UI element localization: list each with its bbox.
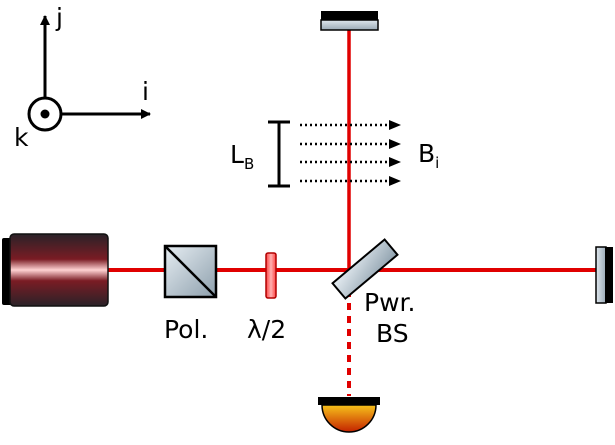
field-length-bracket — [268, 120, 290, 188]
k-axis-label: k — [14, 123, 29, 152]
beamsplitter-label-line1: Pwr. — [364, 288, 415, 317]
field-length-label: LB — [230, 140, 254, 173]
waveplate-label: λ/2 — [247, 315, 286, 344]
polarizing-cube-icon — [163, 244, 218, 299]
beamsplitter-label-line2: BS — [376, 319, 409, 348]
polarizer-label: Pol. — [164, 315, 208, 344]
coordinate-axes: j i k — [14, 3, 151, 152]
half-wave-plate-icon — [265, 252, 277, 299]
photodetector-icon — [318, 397, 380, 433]
i-axis-label: i — [142, 77, 149, 106]
magnetic-field-label: Bi — [418, 139, 439, 172]
magnetic-field-arrows — [300, 120, 401, 186]
laser-source-icon — [2, 233, 109, 307]
j-axis-label: j — [55, 3, 63, 32]
top-mirror-icon — [320, 11, 379, 31]
beamsplitter-icon — [331, 238, 399, 300]
right-mirror-icon — [595, 246, 613, 304]
k-axis-dot — [40, 109, 50, 119]
